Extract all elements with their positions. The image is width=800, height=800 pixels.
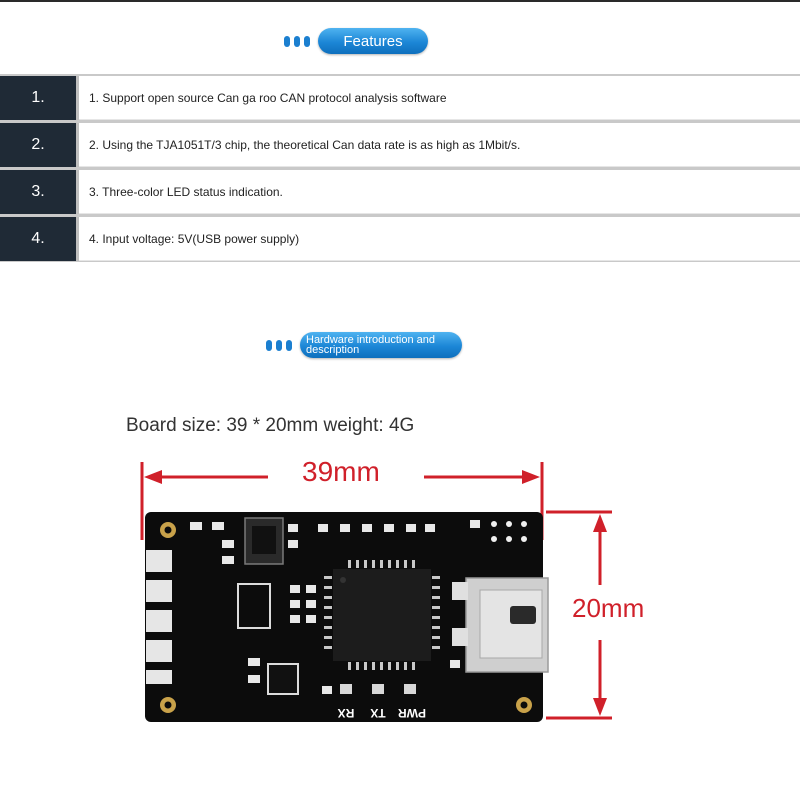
led-label-tx: TX bbox=[370, 706, 385, 720]
feature-number: 3. bbox=[0, 170, 76, 214]
header-dots-icon bbox=[284, 35, 310, 47]
width-dimension bbox=[140, 462, 544, 540]
feature-text: 2. Using the TJA1051T/3 chip, the theore… bbox=[76, 123, 800, 167]
feature-number: 2. bbox=[0, 123, 76, 167]
feature-text: 3. Three-color LED status indication. bbox=[76, 170, 800, 214]
feature-row: 1. 1. Support open source Can ga roo CAN… bbox=[0, 74, 800, 121]
feature-text: 1. Support open source Can ga roo CAN pr… bbox=[76, 76, 800, 120]
led-label-pwr: PWR bbox=[398, 706, 426, 720]
hardware-title-line1: Hardware introduction and bbox=[306, 334, 436, 346]
feature-number: 1. bbox=[0, 76, 76, 120]
feature-row: 3. 3. Three-color LED status indication. bbox=[0, 168, 800, 215]
height-label: 20mm bbox=[572, 593, 645, 623]
features-header: Features bbox=[284, 28, 428, 54]
features-title: Features bbox=[318, 28, 428, 54]
led-label-rx: RX bbox=[338, 706, 355, 720]
feature-number: 4. bbox=[0, 217, 76, 261]
board-size-text: Board size: 39 * 20mm weight: 4G bbox=[126, 415, 415, 436]
hardware-title: Hardware introduction and description bbox=[300, 332, 462, 358]
top-border bbox=[0, 0, 800, 8]
feature-row: 2. 2. Using the TJA1051T/3 chip, the the… bbox=[0, 121, 800, 168]
features-list: 1. 1. Support open source Can ga roo CAN… bbox=[0, 74, 800, 262]
hardware-header: Hardware introduction and description bbox=[266, 332, 462, 358]
width-label: 39mm bbox=[302, 456, 380, 487]
pcb-board: RX TX PWR bbox=[145, 512, 549, 722]
header-dots-icon bbox=[266, 339, 292, 351]
height-dimension bbox=[546, 510, 612, 720]
mcu-chip bbox=[324, 560, 440, 670]
feature-row: 4. 4. Input voltage: 5V(USB power supply… bbox=[0, 215, 800, 262]
micro-usb-connector bbox=[452, 577, 549, 673]
hardware-title-line2: description bbox=[306, 344, 360, 356]
feature-text: 4. Input voltage: 5V(USB power supply) bbox=[76, 217, 800, 261]
